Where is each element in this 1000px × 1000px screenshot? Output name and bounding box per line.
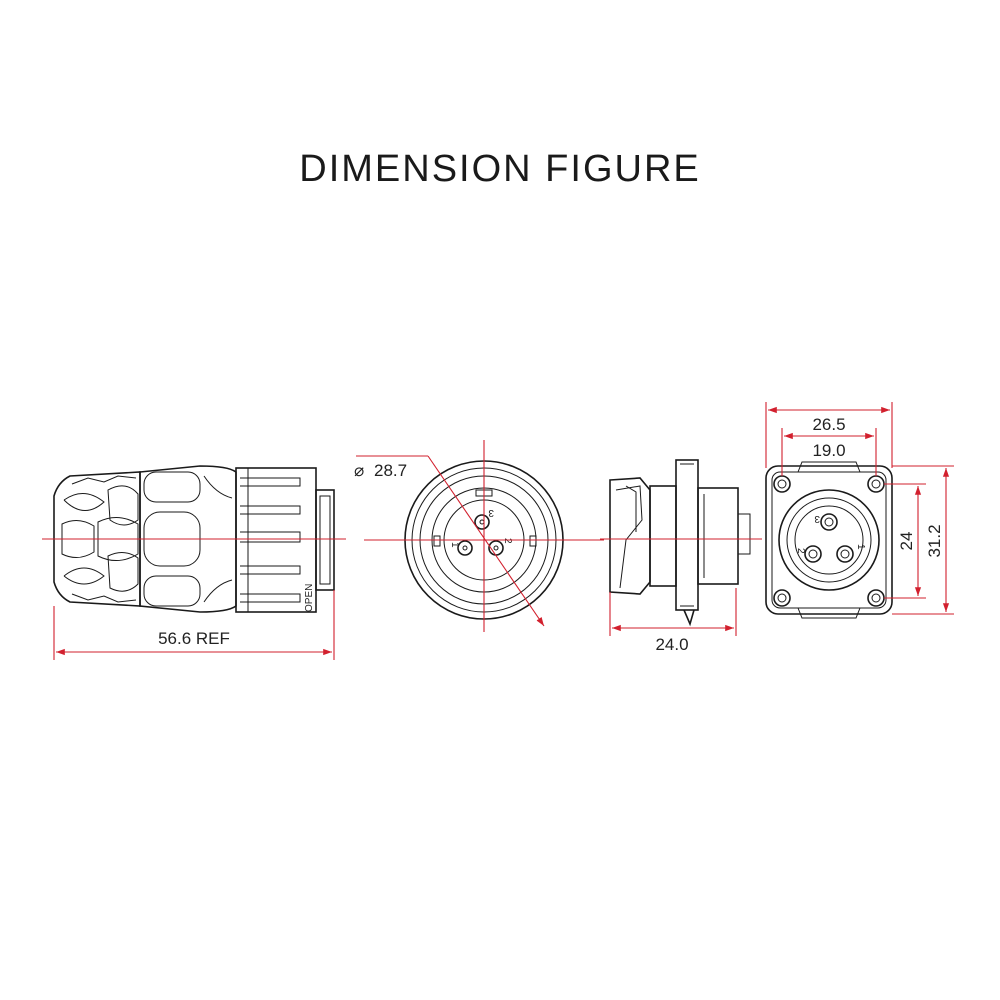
inner-height-dimension: 24 (897, 532, 916, 551)
length-dimension: 56.6 REF (158, 629, 230, 648)
open-marking: OPEN (304, 584, 315, 612)
diameter-dimension: 28.7 (374, 461, 407, 480)
outer-width-dimension: 26.5 (812, 415, 845, 434)
outer-height-dimension: 31.2 (925, 524, 944, 557)
panel-side-view: 24.0 (600, 459, 762, 654)
panel-pin-label-1: 1 (855, 544, 866, 550)
panel-pin-label-3: 3 (814, 513, 820, 524)
panel-front-view: 3 2 1 26.5 19.0 24 31.2 (765, 402, 954, 619)
depth-dimension: 24.0 (655, 635, 688, 654)
side-view: OPEN 56.6 REF (42, 465, 346, 660)
pin-label-2: 2 (502, 538, 513, 544)
pin-label-3: 3 (488, 507, 494, 518)
panel-pin-label-2: 2 (795, 548, 806, 554)
diameter-symbol: ⌀ (354, 461, 364, 480)
pin-label-1: 1 (449, 542, 460, 548)
page-title: DIMENSION FIGURE (299, 148, 701, 190)
inner-width-dimension: 19.0 (812, 441, 845, 460)
front-view: 3 1 2 ⌀ 28.7 (354, 440, 604, 632)
